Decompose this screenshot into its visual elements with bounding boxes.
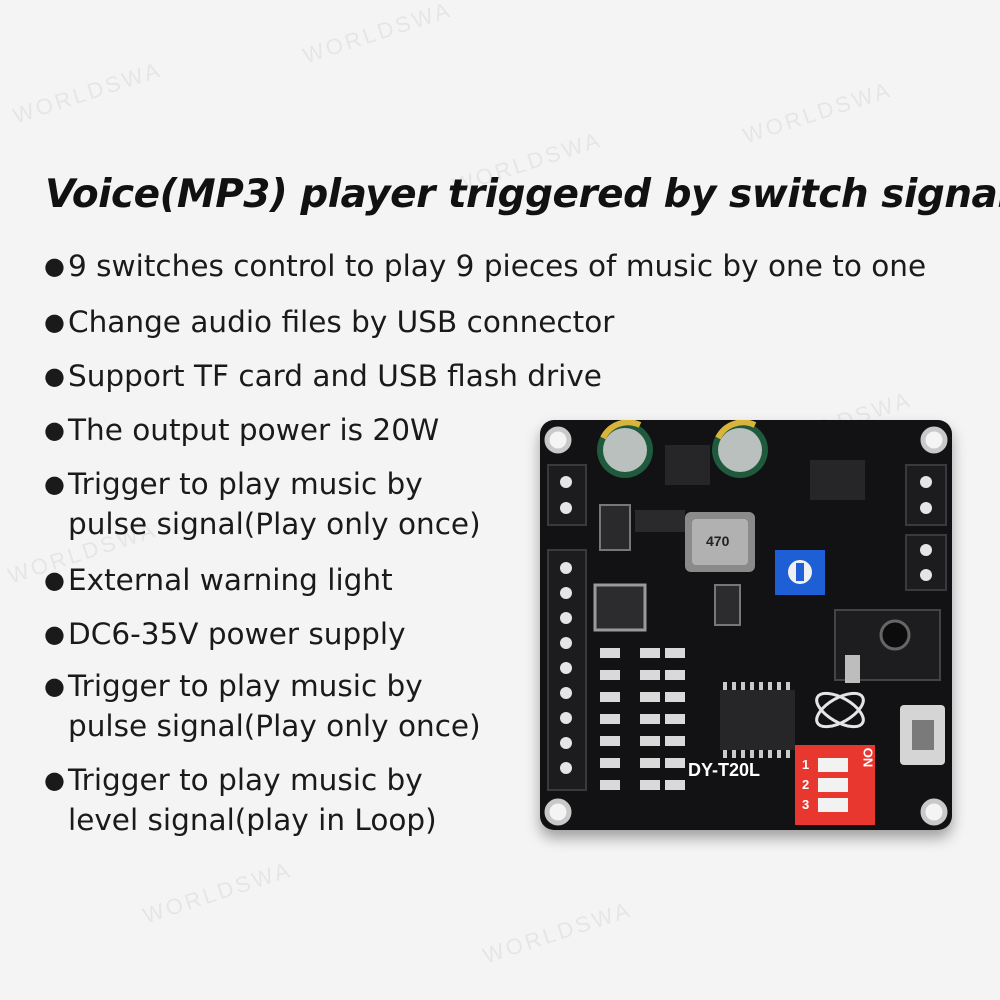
bullet-icon: ● — [44, 308, 65, 336]
watermark-text: WORLDSWA — [739, 76, 896, 149]
component — [635, 510, 685, 532]
dip-number-2: 2 — [802, 777, 810, 792]
left-terminal-strip — [547, 464, 587, 791]
feature-item: ●The output power is 20W — [44, 410, 439, 450]
feature-item: ●Trigger to play music by pulse signal(Pl… — [44, 464, 481, 544]
inductor-label: 470 — [706, 533, 730, 549]
feature-item: ●DC6-35V power supply — [44, 614, 406, 654]
dip-on-label: ON — [860, 747, 876, 768]
ic-chip — [665, 445, 710, 485]
audio-jack — [834, 609, 941, 683]
feature-text: DC6-35V power supply — [68, 617, 406, 651]
bullet-icon: ● — [44, 620, 65, 648]
feature-item: ●Trigger to play music by level signal(pl… — [44, 760, 437, 840]
watermark-text: WORLDSWA — [9, 56, 166, 129]
feature-item: ●Trigger to play music by pulse signal(Pl… — [44, 666, 481, 746]
bullet-icon: ● — [44, 252, 65, 280]
bullet-icon: ● — [44, 470, 65, 498]
feature-item: ●External warning light — [44, 560, 393, 600]
dip-number-1: 1 — [802, 757, 810, 772]
dip-number-3: 3 — [802, 797, 810, 812]
page-title: Voice(MP3) player triggered by switch si… — [45, 172, 1000, 217]
right-terminal-strip — [905, 464, 947, 591]
feature-text: Change audio files by USB connector — [68, 305, 615, 339]
voltage-regulator — [593, 583, 647, 632]
mounting-holes — [544, 426, 948, 826]
potentiometer — [775, 550, 825, 595]
brand-logo-icon — [815, 691, 865, 729]
bullet-icon: ● — [44, 416, 65, 444]
feature-item: ●Change audio files by USB connector — [44, 302, 614, 342]
bullet-icon: ● — [44, 766, 65, 794]
bullet-icon: ● — [44, 362, 65, 390]
component — [714, 584, 741, 626]
pcb-board: DY-T20L 470 ON 1 2 3 — [540, 420, 952, 830]
feature-text: Trigger to play music by — [68, 467, 423, 501]
feature-text: 9 switches control to play 9 pieces of m… — [68, 249, 927, 283]
board-model-label: DY-T20L — [688, 760, 761, 780]
inductor — [685, 512, 755, 572]
usb-port — [900, 705, 945, 765]
feature-text: Trigger to play music by — [68, 669, 423, 703]
feature-text: pulse signal(Play only once) — [68, 507, 481, 541]
diode — [599, 504, 631, 551]
feature-text: level signal(play in Loop) — [68, 803, 437, 837]
capacitor-right — [712, 420, 768, 478]
feature-item: ●9 switches control to play 9 pieces of … — [44, 246, 926, 286]
capacitor-left — [597, 420, 653, 478]
watermark-text: WORLDSWA — [299, 0, 456, 69]
feature-item: ●Support TF card and USB flash drive — [44, 356, 602, 396]
bullet-icon: ● — [44, 566, 65, 594]
watermark-text: WORLDSWA — [139, 856, 296, 929]
feature-text: External warning light — [68, 563, 393, 597]
feature-text: Trigger to play music by — [68, 763, 423, 797]
feature-text: Support TF card and USB flash drive — [68, 359, 602, 393]
resistor-array — [600, 648, 685, 790]
dip-switch[interactable] — [795, 745, 875, 825]
pcb-drawing — [544, 420, 948, 826]
main-ic — [720, 682, 795, 758]
ic-chip — [810, 460, 865, 500]
watermark-text: WORLDSWA — [479, 896, 636, 969]
bullet-icon: ● — [44, 672, 65, 700]
feature-text: pulse signal(Play only once) — [68, 709, 481, 743]
feature-text: The output power is 20W — [68, 413, 440, 447]
